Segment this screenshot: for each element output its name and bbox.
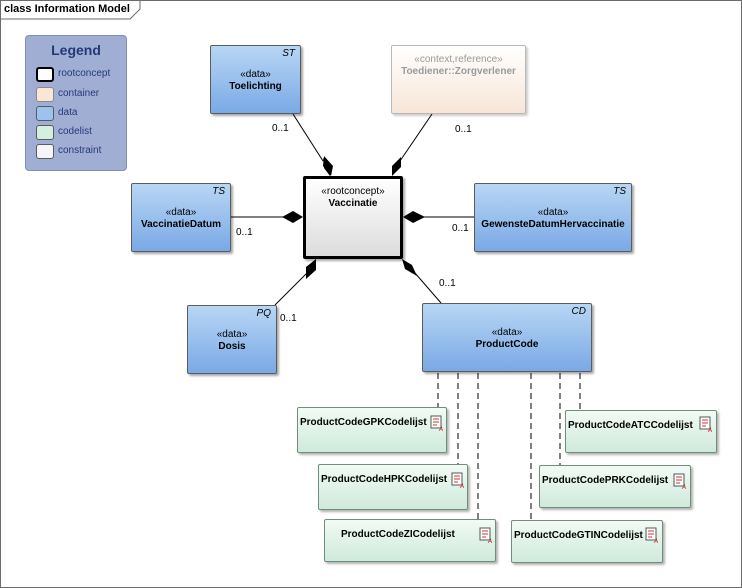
mult-dosis: 0..1 xyxy=(280,313,297,324)
class-vaccinatiedatum[interactable]: TS «data» VaccinatieDatum xyxy=(131,183,231,252)
diamond-toediener xyxy=(392,157,401,176)
mult-gewenstedatum: 0..1 xyxy=(452,223,469,234)
codelist-prk[interactable]: ProductCodePRKCodelijst A xyxy=(539,465,691,508)
legend-swatch-codelist xyxy=(36,125,54,140)
codelist-hpk[interactable]: ProductCodeHPKCodelijst A xyxy=(318,464,468,510)
legend-swatch-rootconcept xyxy=(36,67,54,82)
class-gewenstedatum[interactable]: TS «data» GewensteDatumHervaccinatie xyxy=(474,183,632,252)
legend-label-data: data xyxy=(58,107,78,118)
class-toediener[interactable]: «context,reference» Toediener::Zorgverle… xyxy=(391,45,526,114)
legend-label-constraint: constraint xyxy=(58,145,102,156)
class-vaccinatiedatum-stereotype: «data» xyxy=(165,207,197,218)
line-toelichting xyxy=(292,113,324,162)
codelist-document-icon: A xyxy=(699,416,712,432)
codelist-atc-name: ProductCodeATCCodelijst xyxy=(568,420,693,431)
class-gewenstedatum-name: GewensteDatumHervaccinatie xyxy=(481,219,625,230)
codelist-document-icon: A xyxy=(645,527,658,543)
codelist-gtin-name: ProductCodeGTINCodelijst xyxy=(514,530,643,541)
svg-text:A: A xyxy=(459,484,464,488)
class-dosis[interactable]: PQ «data» Dosis xyxy=(187,305,277,374)
mult-toelichting: 0..1 xyxy=(272,123,289,134)
class-toediener-name: Toediener::Zorgverlener xyxy=(401,66,516,77)
codelist-gpk[interactable]: ProductCodeGPKCodelijst A xyxy=(297,407,447,453)
diamond-toelichting-b xyxy=(323,156,333,176)
class-gewenstedatum-stereotype: «data» xyxy=(537,207,569,218)
codelist-document-icon: A xyxy=(451,472,464,488)
codelist-gpk-name: ProductCodeGPKCodelijst xyxy=(300,417,427,428)
diamond-vaccinatiedatum xyxy=(282,211,303,223)
svg-text:A: A xyxy=(438,427,443,431)
mult-productcode: 0..1 xyxy=(439,278,456,289)
class-dosis-stereotype: «data» xyxy=(216,329,248,340)
class-dosis-name: Dosis xyxy=(218,341,246,352)
codelist-prk-name: ProductCodePRKCodelijst xyxy=(542,475,669,486)
frame-tab-outline xyxy=(0,0,141,20)
class-productcode-type: CD xyxy=(571,306,586,317)
class-gewenstedatum-type: TS xyxy=(613,186,626,197)
svg-text:A: A xyxy=(707,428,712,432)
diamond-dosis xyxy=(306,259,316,279)
class-vaccinatiedatum-type: TS xyxy=(212,186,225,197)
legend-swatch-container xyxy=(36,87,54,102)
codelist-zi-name: ProductCodeZICodelijst xyxy=(341,529,455,540)
codelist-document-icon: A xyxy=(479,527,492,543)
diamond-productcode xyxy=(402,259,417,276)
line-dosis xyxy=(274,270,310,306)
class-toediener-stereotype: «context,reference» xyxy=(414,54,503,65)
svg-text:A: A xyxy=(653,539,658,543)
legend-swatch-constraint xyxy=(36,144,54,159)
legend-label-container: container xyxy=(58,88,100,99)
legend-swatch-data xyxy=(36,106,54,121)
class-productcode[interactable]: CD «data» ProductCode xyxy=(422,303,592,372)
codelist-document-icon: A xyxy=(673,473,686,489)
svg-text:A: A xyxy=(681,485,686,489)
legend-title: Legend xyxy=(51,42,101,58)
class-vaccinatie-name: Vaccinatie xyxy=(328,198,378,209)
diamond-gewenstedatum xyxy=(403,211,425,223)
dependency-lines xyxy=(437,373,581,540)
class-productcode-name: ProductCode xyxy=(475,339,539,350)
class-toelichting-stereotype: «data» xyxy=(240,69,271,80)
legend-label-rootconcept: rootconcept xyxy=(58,68,111,79)
class-vaccinatie-stereotype: «rootconcept» xyxy=(321,186,385,197)
legend: Legend rootconcept container data codeli… xyxy=(25,35,127,171)
class-productcode-stereotype: «data» xyxy=(491,327,523,338)
line-toediener xyxy=(399,113,433,162)
class-dosis-type: PQ xyxy=(256,308,271,319)
class-toelichting[interactable]: ST «data» Toelichting xyxy=(210,45,301,114)
class-toelichting-type: ST xyxy=(282,48,295,59)
codelist-zi[interactable]: ProductCodeZICodelijst A xyxy=(324,519,496,562)
class-vaccinatiedatum-name: VaccinatieDatum xyxy=(140,219,222,230)
codelist-atc[interactable]: ProductCodeATCCodelijst A xyxy=(565,410,717,453)
codelist-gtin[interactable]: ProductCodeGTINCodelijst A xyxy=(511,520,663,563)
frame-title: class Information Model xyxy=(4,3,130,15)
class-vaccinatie[interactable]: «rootconcept» Vaccinatie xyxy=(303,176,403,259)
legend-label-codelist: codelist xyxy=(58,126,92,137)
class-toelichting-name: Toelichting xyxy=(229,81,282,92)
codelist-hpk-name: ProductCodeHPKCodelijst xyxy=(321,474,448,485)
svg-text:A: A xyxy=(487,539,492,543)
line-productcode xyxy=(414,272,442,304)
mult-vaccinatiedatum: 0..1 xyxy=(236,227,253,238)
codelist-document-icon: A xyxy=(430,415,443,431)
mult-toediener: 0..1 xyxy=(455,124,472,135)
